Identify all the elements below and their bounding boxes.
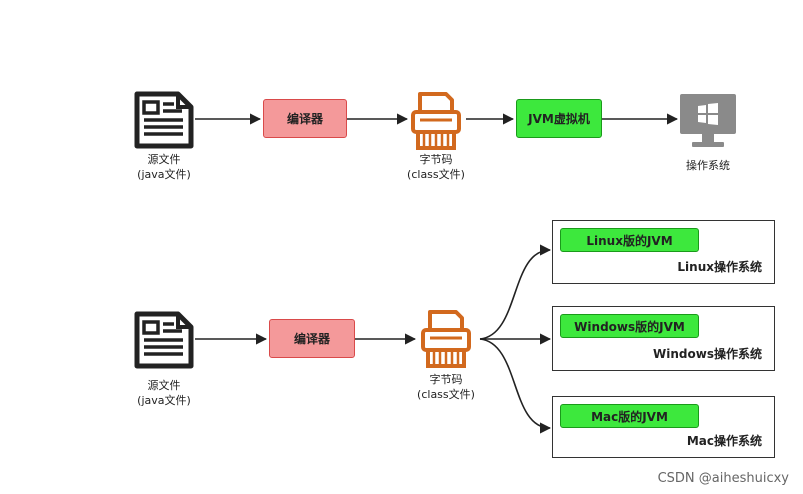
linux-os-label: Linux操作系统	[677, 260, 762, 274]
monitor-icon	[680, 94, 736, 147]
document-icon	[134, 311, 194, 369]
source-file-label-top: 源文件 (java文件)	[137, 153, 191, 181]
source-file-label-bottom: 源文件 (java文件)	[137, 379, 191, 407]
branch-to-linux	[479, 244, 552, 340]
document-icon	[134, 91, 194, 149]
printer-icon	[411, 92, 461, 150]
mac-jvm-tag: Mac版的JVM	[560, 404, 699, 428]
watermark: CSDN @aiheshuicxy	[657, 471, 789, 486]
windows-os-label: Windows操作系统	[653, 347, 762, 361]
os-label-top: 操作系统	[686, 159, 730, 172]
windows-platform-panel: Windows版的JVM Windows操作系统	[552, 306, 775, 371]
jvm-box-top: JVM虚拟机	[516, 99, 602, 138]
linux-jvm-tag: Linux版的JVM	[560, 228, 699, 252]
bytecode-label-bottom: 字节码 (class文件)	[417, 373, 475, 401]
printer-icon	[421, 310, 471, 368]
bytecode-label-top: 字节码 (class文件)	[407, 153, 465, 181]
windows-jvm-tag: Windows版的JVM	[560, 314, 699, 338]
branch-to-mac	[479, 338, 552, 434]
compiler-box-top: 编译器	[263, 99, 347, 138]
mac-platform-panel: Mac版的JVM Mac操作系统	[552, 396, 775, 458]
linux-platform-panel: Linux版的JVM Linux操作系统	[552, 220, 775, 284]
mac-os-label: Mac操作系统	[686, 434, 762, 448]
compiler-box-bottom: 编译器	[269, 319, 355, 358]
